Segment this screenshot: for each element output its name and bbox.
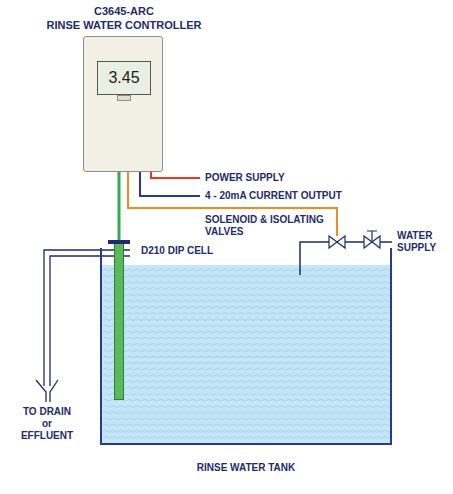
water-wave [103,387,391,389]
power-wire [151,172,200,178]
water-wave [103,362,391,364]
callout-label: 4 - 20mA CURRENT OUTPUT [205,190,342,202]
water-wave [103,288,391,290]
water-wave [103,405,391,407]
output-wire [140,172,200,196]
drain-funnel [36,380,58,402]
dip-cell: D210 DIP CELL [114,240,124,400]
water-wave [103,350,391,352]
water-wave [103,281,391,283]
display-tab [117,95,131,101]
water-wave [103,337,391,339]
water-wave [103,412,391,414]
controller-box: C3645-ARCRINSE WATER CONTROLLER3.45 [83,36,163,172]
node-text: RINSE WATER CONTROLLER [24,19,224,31]
callout-label: WATER SUPPLY [397,230,447,254]
callout-label: SOLENOID & ISOLATING VALVES [205,214,331,238]
water-waves [103,269,391,438]
valve-handle [367,231,377,242]
solenoid-valve [337,236,345,248]
rinse-tank: RINSE WATER TANKD210 DIP CELL [100,248,392,445]
isolating-valve [364,236,372,248]
node-text: 3.45 [98,62,150,94]
isolating-valve [372,236,380,248]
water-wave [103,331,391,333]
water-wave [103,312,391,314]
water-wave [103,399,391,401]
water-wave [103,343,391,345]
solenoid-valve [329,236,337,248]
water-wave [103,356,391,358]
water-wave [103,436,391,438]
callout-label: POWER SUPPLY [205,172,285,184]
water-wave [103,325,391,327]
water-wave [103,374,391,376]
water-wave [103,306,391,308]
water-wave [103,430,391,432]
water-wave [103,300,391,302]
water-wave [103,319,391,321]
water-wave [103,368,391,370]
callout-label: TO DRAIN or EFFLUENT [17,406,77,442]
node-text: D210 DIP CELL [141,245,213,257]
water-wave [103,275,391,277]
water-wave [103,294,391,296]
cell-cable [118,172,121,240]
water-wave [103,418,391,420]
water-wave [103,424,391,426]
water-wave [103,381,391,383]
cell-cap [108,240,130,244]
node-text: C3645-ARC [24,5,224,17]
water-wave [103,393,391,395]
water-wave [103,269,391,271]
water [101,265,391,444]
node-text: RINSE WATER TANK [102,462,390,474]
display-window: 3.45 [97,61,151,95]
